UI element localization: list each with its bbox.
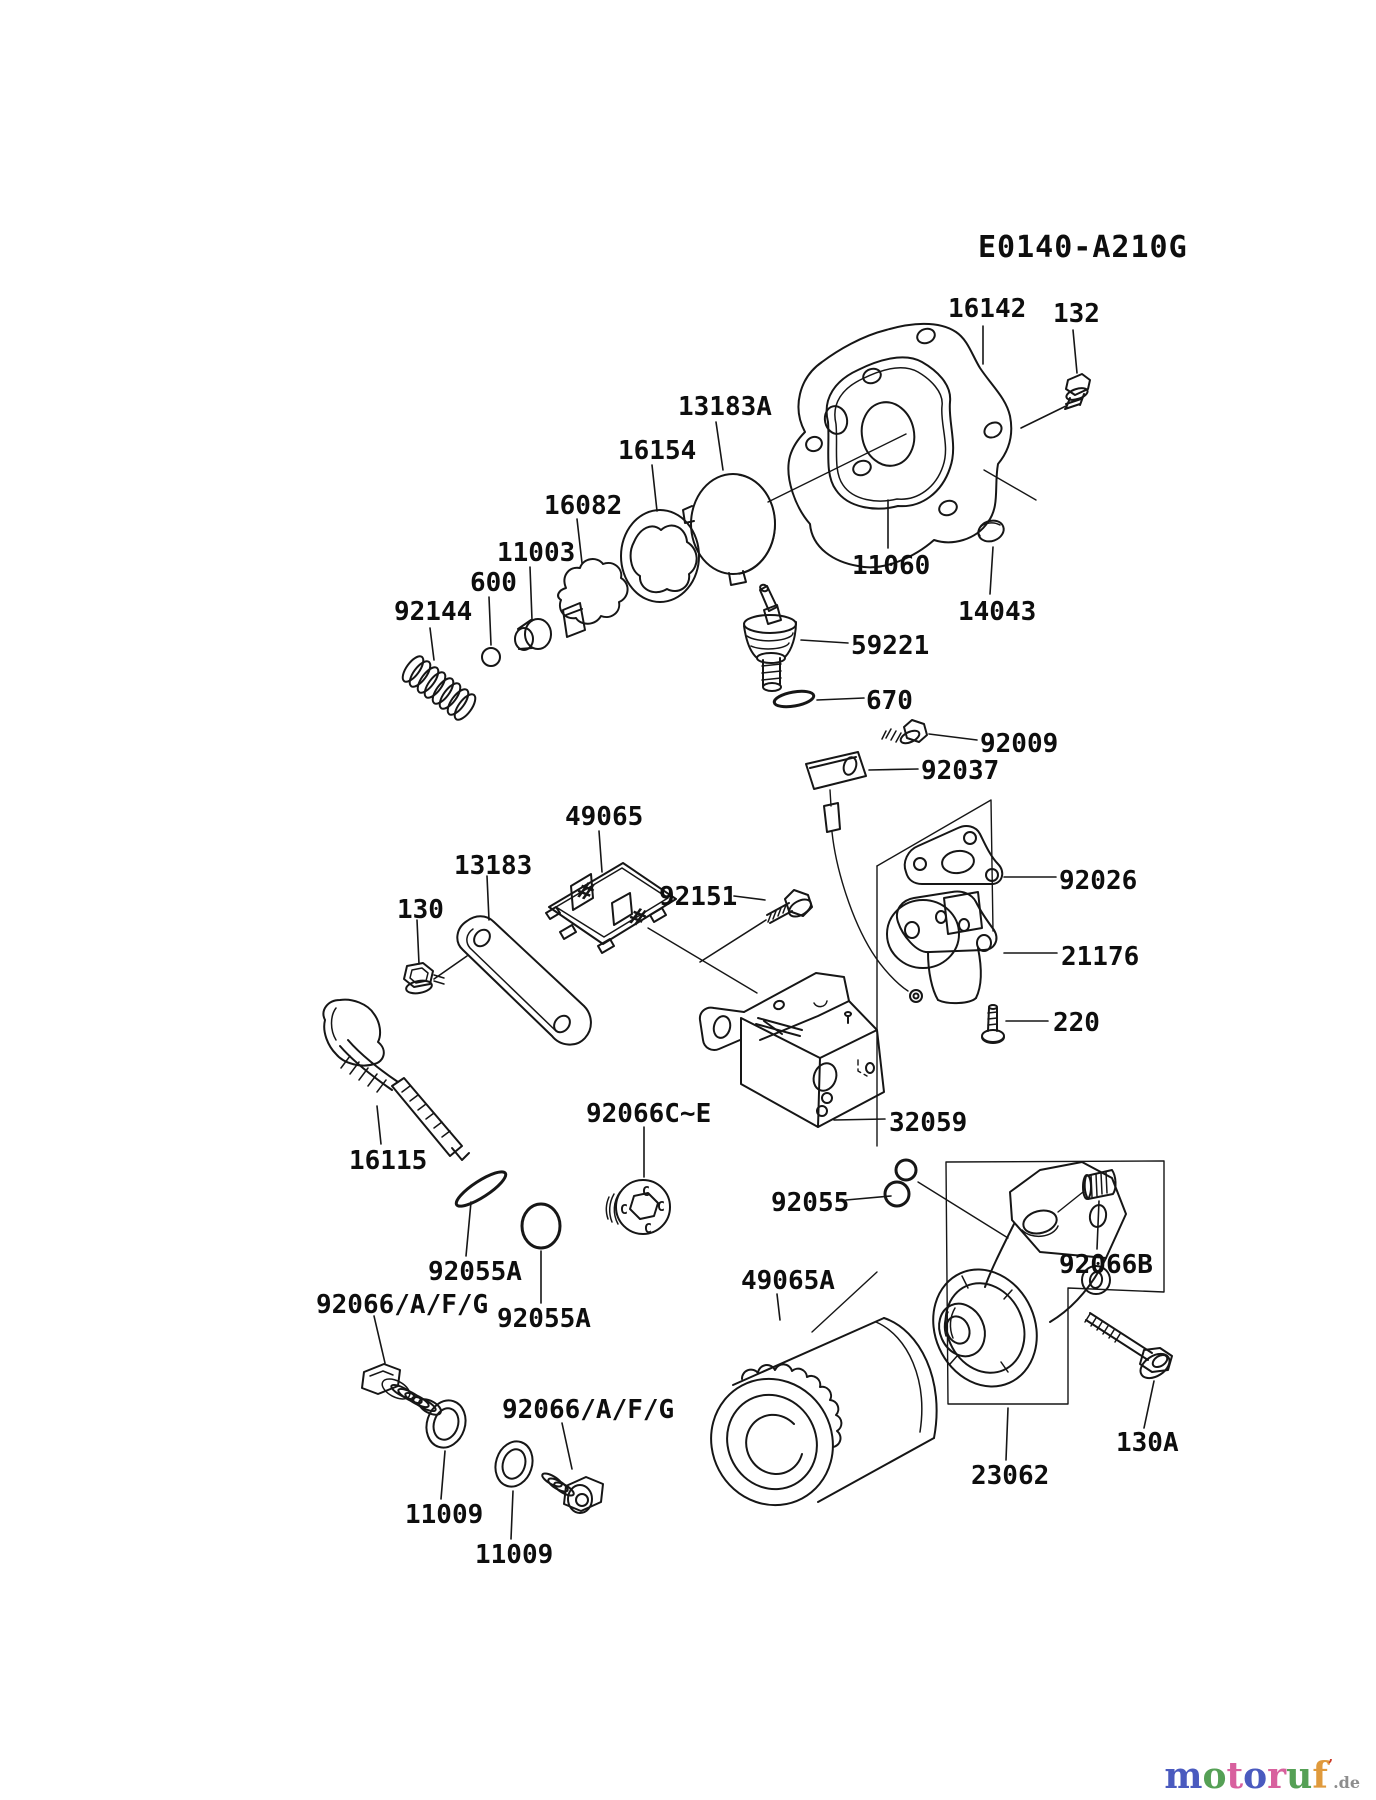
pump-cover-16142 xyxy=(787,322,1013,569)
washer-11009-2 xyxy=(494,1440,534,1488)
drain-plug-92066AFG-1 xyxy=(361,1363,442,1416)
part-label-670: 670 xyxy=(866,686,913,716)
part-label-16142: 16142 xyxy=(948,294,1027,324)
watermark-logo[interactable]: motoruf’.de xyxy=(1164,1755,1360,1797)
clamp-92037 xyxy=(805,751,867,790)
watermark-trademark: ’ xyxy=(1327,1756,1334,1774)
part-label-92026: 92026 xyxy=(1059,866,1138,896)
part-label-92066B: 92066B xyxy=(1059,1250,1153,1280)
diagram-code: E0140-A210G xyxy=(978,230,1188,265)
part-label-92055A-2: 92055A xyxy=(497,1304,591,1334)
part-label-13183A: 13183A xyxy=(678,392,772,422)
drain-plug-92066AFG-2 xyxy=(541,1472,604,1514)
part-label-92055: 92055 xyxy=(771,1188,850,1218)
bolt-92009 xyxy=(881,719,928,745)
ball-600 xyxy=(481,647,501,667)
part-label-92151: 92151 xyxy=(659,882,738,912)
part-label-130: 130 xyxy=(397,895,444,925)
part-label-11060: 11060 xyxy=(852,551,931,581)
bolt-132 xyxy=(1064,373,1091,410)
part-label-92066AFG-1: 92066/A/F/G xyxy=(316,1290,489,1320)
gasket-92026 xyxy=(903,825,1004,885)
part-label-49065: 49065 xyxy=(565,802,644,832)
part-label-16115: 16115 xyxy=(349,1146,428,1176)
bolt-92151 xyxy=(766,889,813,924)
watermark-brand: motoruf xyxy=(1164,1755,1328,1797)
part-label-132: 132 xyxy=(1053,299,1100,329)
part-label-92066AFG-2: 92066/A/F/G xyxy=(502,1395,675,1425)
plug-mark: C xyxy=(657,1200,665,1215)
part-label-92144: 92144 xyxy=(394,597,473,627)
screw-220 xyxy=(981,1004,1005,1044)
o-ring-92055A-2 xyxy=(520,1202,562,1250)
part-label-92066C-E: 92066C~E xyxy=(586,1099,712,1129)
dipstick-16115 xyxy=(322,998,470,1161)
part-label-13183: 13183 xyxy=(454,851,533,881)
part-label-92055A-1: 92055A xyxy=(428,1257,522,1287)
oil-screen-49065: # # xyxy=(545,862,677,954)
bracket-box-32059 xyxy=(698,972,885,1128)
part-label-11009-1: 11009 xyxy=(405,1500,484,1530)
plug-mark: C xyxy=(642,1185,650,1200)
part-label-92037: 92037 xyxy=(921,756,1000,786)
screen-mark-icon: # xyxy=(574,876,598,908)
filter-mount-23062 xyxy=(932,1161,1127,1388)
plug-14043 xyxy=(977,519,1005,543)
part-label-14043: 14043 xyxy=(958,597,1037,627)
outer-rotor-16154 xyxy=(620,509,700,603)
part-label-21176: 21176 xyxy=(1061,942,1140,972)
plug-mark: C xyxy=(644,1222,652,1237)
oil-sensor-21176 xyxy=(886,890,998,1005)
part-label-130A: 130A xyxy=(1116,1428,1179,1458)
part-label-23062: 23062 xyxy=(971,1461,1050,1491)
part-label-59221: 59221 xyxy=(851,631,930,661)
bushing-11003 xyxy=(514,618,552,651)
part-label-11003: 11003 xyxy=(497,538,576,568)
inner-rotor-16082 xyxy=(557,558,629,638)
bolt-130 xyxy=(403,962,445,995)
o-ring-92055A-1 xyxy=(454,1170,508,1208)
plug-mark: C xyxy=(620,1203,628,1218)
o-rings-92055 xyxy=(883,1158,918,1208)
part-label-220: 220 xyxy=(1053,1008,1100,1038)
part-label-32059: 32059 xyxy=(889,1108,968,1138)
plug-92066B xyxy=(1082,1169,1117,1200)
leader-lines xyxy=(373,325,1155,1540)
oil-pressure-switch-59221 xyxy=(743,583,797,692)
washer-11009-1 xyxy=(425,1399,467,1449)
bracket-13183 xyxy=(456,915,592,1046)
part-label-16082: 16082 xyxy=(544,491,623,521)
part-label-49065A: 49065A xyxy=(741,1266,835,1296)
pump-gasket-11060 xyxy=(823,356,955,510)
sensor-wire xyxy=(823,789,923,1003)
spring-92144 xyxy=(401,655,477,721)
part-label-92009: 92009 xyxy=(980,729,1059,759)
watermark-suffix: .de xyxy=(1333,1773,1360,1792)
oil-filter-49065A xyxy=(710,1317,938,1507)
part-label-16154: 16154 xyxy=(618,436,697,466)
plate-13183A xyxy=(682,473,776,586)
o-ring-670 xyxy=(772,689,816,709)
part-label-11009-2: 11009 xyxy=(475,1540,554,1570)
bolt-130A xyxy=(1084,1312,1173,1380)
part-label-600: 600 xyxy=(470,568,517,598)
plug-92066C-E: C C C C xyxy=(605,1179,671,1237)
